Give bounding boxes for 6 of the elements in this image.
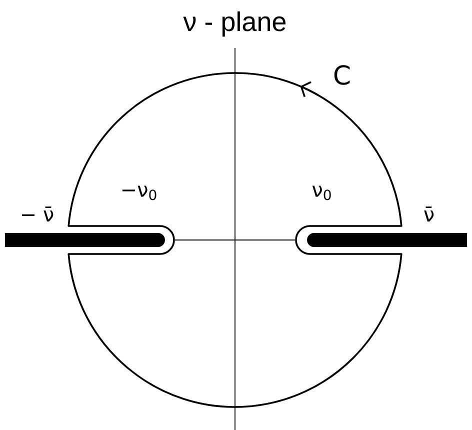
title: ν - plane [183, 11, 286, 37]
point-label: ν$_{0}$ [312, 186, 331, 200]
point-label: −ν$_{0}$ [122, 186, 156, 200]
point-label: − ν̄ [22, 206, 54, 222]
contour-label: C [334, 65, 350, 85]
point-label: ν̄ [424, 206, 434, 222]
